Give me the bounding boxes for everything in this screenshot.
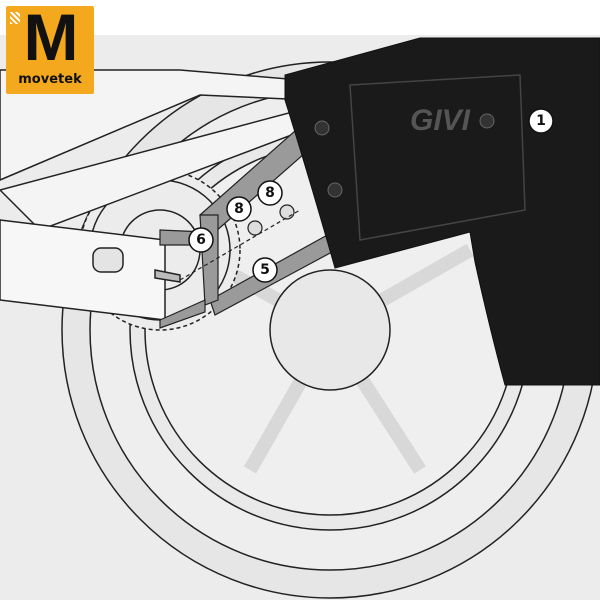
- callout-plate: 6: [188, 227, 214, 253]
- screws: [179, 204, 301, 281]
- callout-label: 8: [265, 185, 275, 201]
- movetek-logo: M movetek: [6, 2, 94, 94]
- givi-brand-logo: GIVI: [410, 104, 471, 137]
- callout-label: 8: [234, 201, 244, 217]
- callout-screw-a: 8: [257, 180, 283, 206]
- logo-wordmark: movetek: [18, 72, 82, 87]
- checker-flag-icon: [10, 12, 20, 24]
- callout-label: 6: [196, 232, 206, 248]
- logo-letter: M: [23, 0, 79, 74]
- callout-label: 5: [260, 262, 270, 278]
- callout-label: 1: [536, 113, 546, 129]
- mudguard: GIVI: [284, 37, 600, 386]
- callout-mudguard: 1: [528, 108, 554, 134]
- callout-screw-b: 8: [226, 196, 252, 222]
- callout-bracket: 5: [252, 257, 278, 283]
